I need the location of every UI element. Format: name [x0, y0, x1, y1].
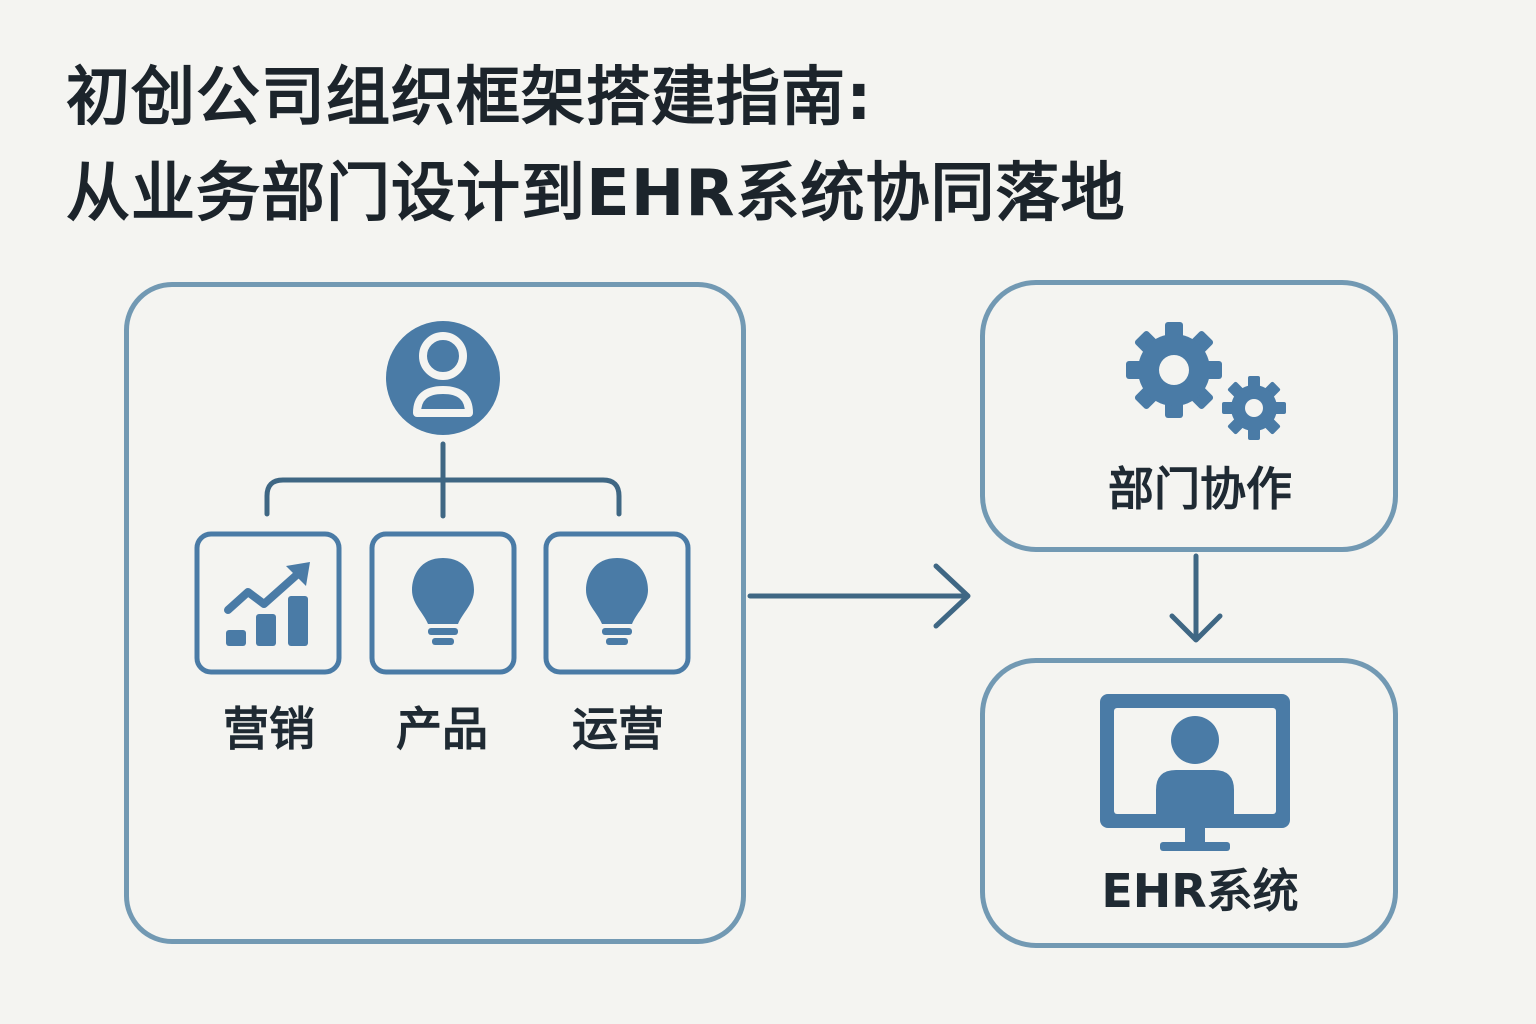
arrow-down-icon	[1169, 553, 1223, 643]
person-icon	[386, 321, 500, 435]
monitor-user-icon	[1100, 694, 1290, 851]
collaboration-label: 部门协作	[1108, 462, 1292, 516]
arrow-right-icon	[747, 563, 971, 629]
lightbulb-icon	[412, 558, 474, 645]
gears-icon	[1126, 322, 1286, 440]
growth-chart-icon	[224, 562, 310, 646]
department-box-operations	[543, 531, 691, 675]
department-collaboration-panel	[980, 280, 1398, 552]
department-label-product: 产品	[396, 702, 488, 756]
lightbulb-icon	[586, 558, 648, 645]
org-structure-panel	[124, 282, 746, 944]
page-title-line-1: 初创公司组织框架搭建指南:	[66, 61, 873, 135]
page-title-line-2: 从业务部门设计到EHR系统协同落地	[66, 157, 1126, 231]
department-box-product	[369, 531, 517, 675]
department-label-operations: 运营	[572, 702, 664, 756]
department-label-marketing: 营销	[223, 702, 315, 756]
org-tree-connector	[264, 441, 622, 519]
ehr-system-panel	[980, 658, 1398, 948]
ehr-system-label: EHR系统	[1101, 864, 1299, 918]
department-box-marketing	[194, 531, 342, 675]
